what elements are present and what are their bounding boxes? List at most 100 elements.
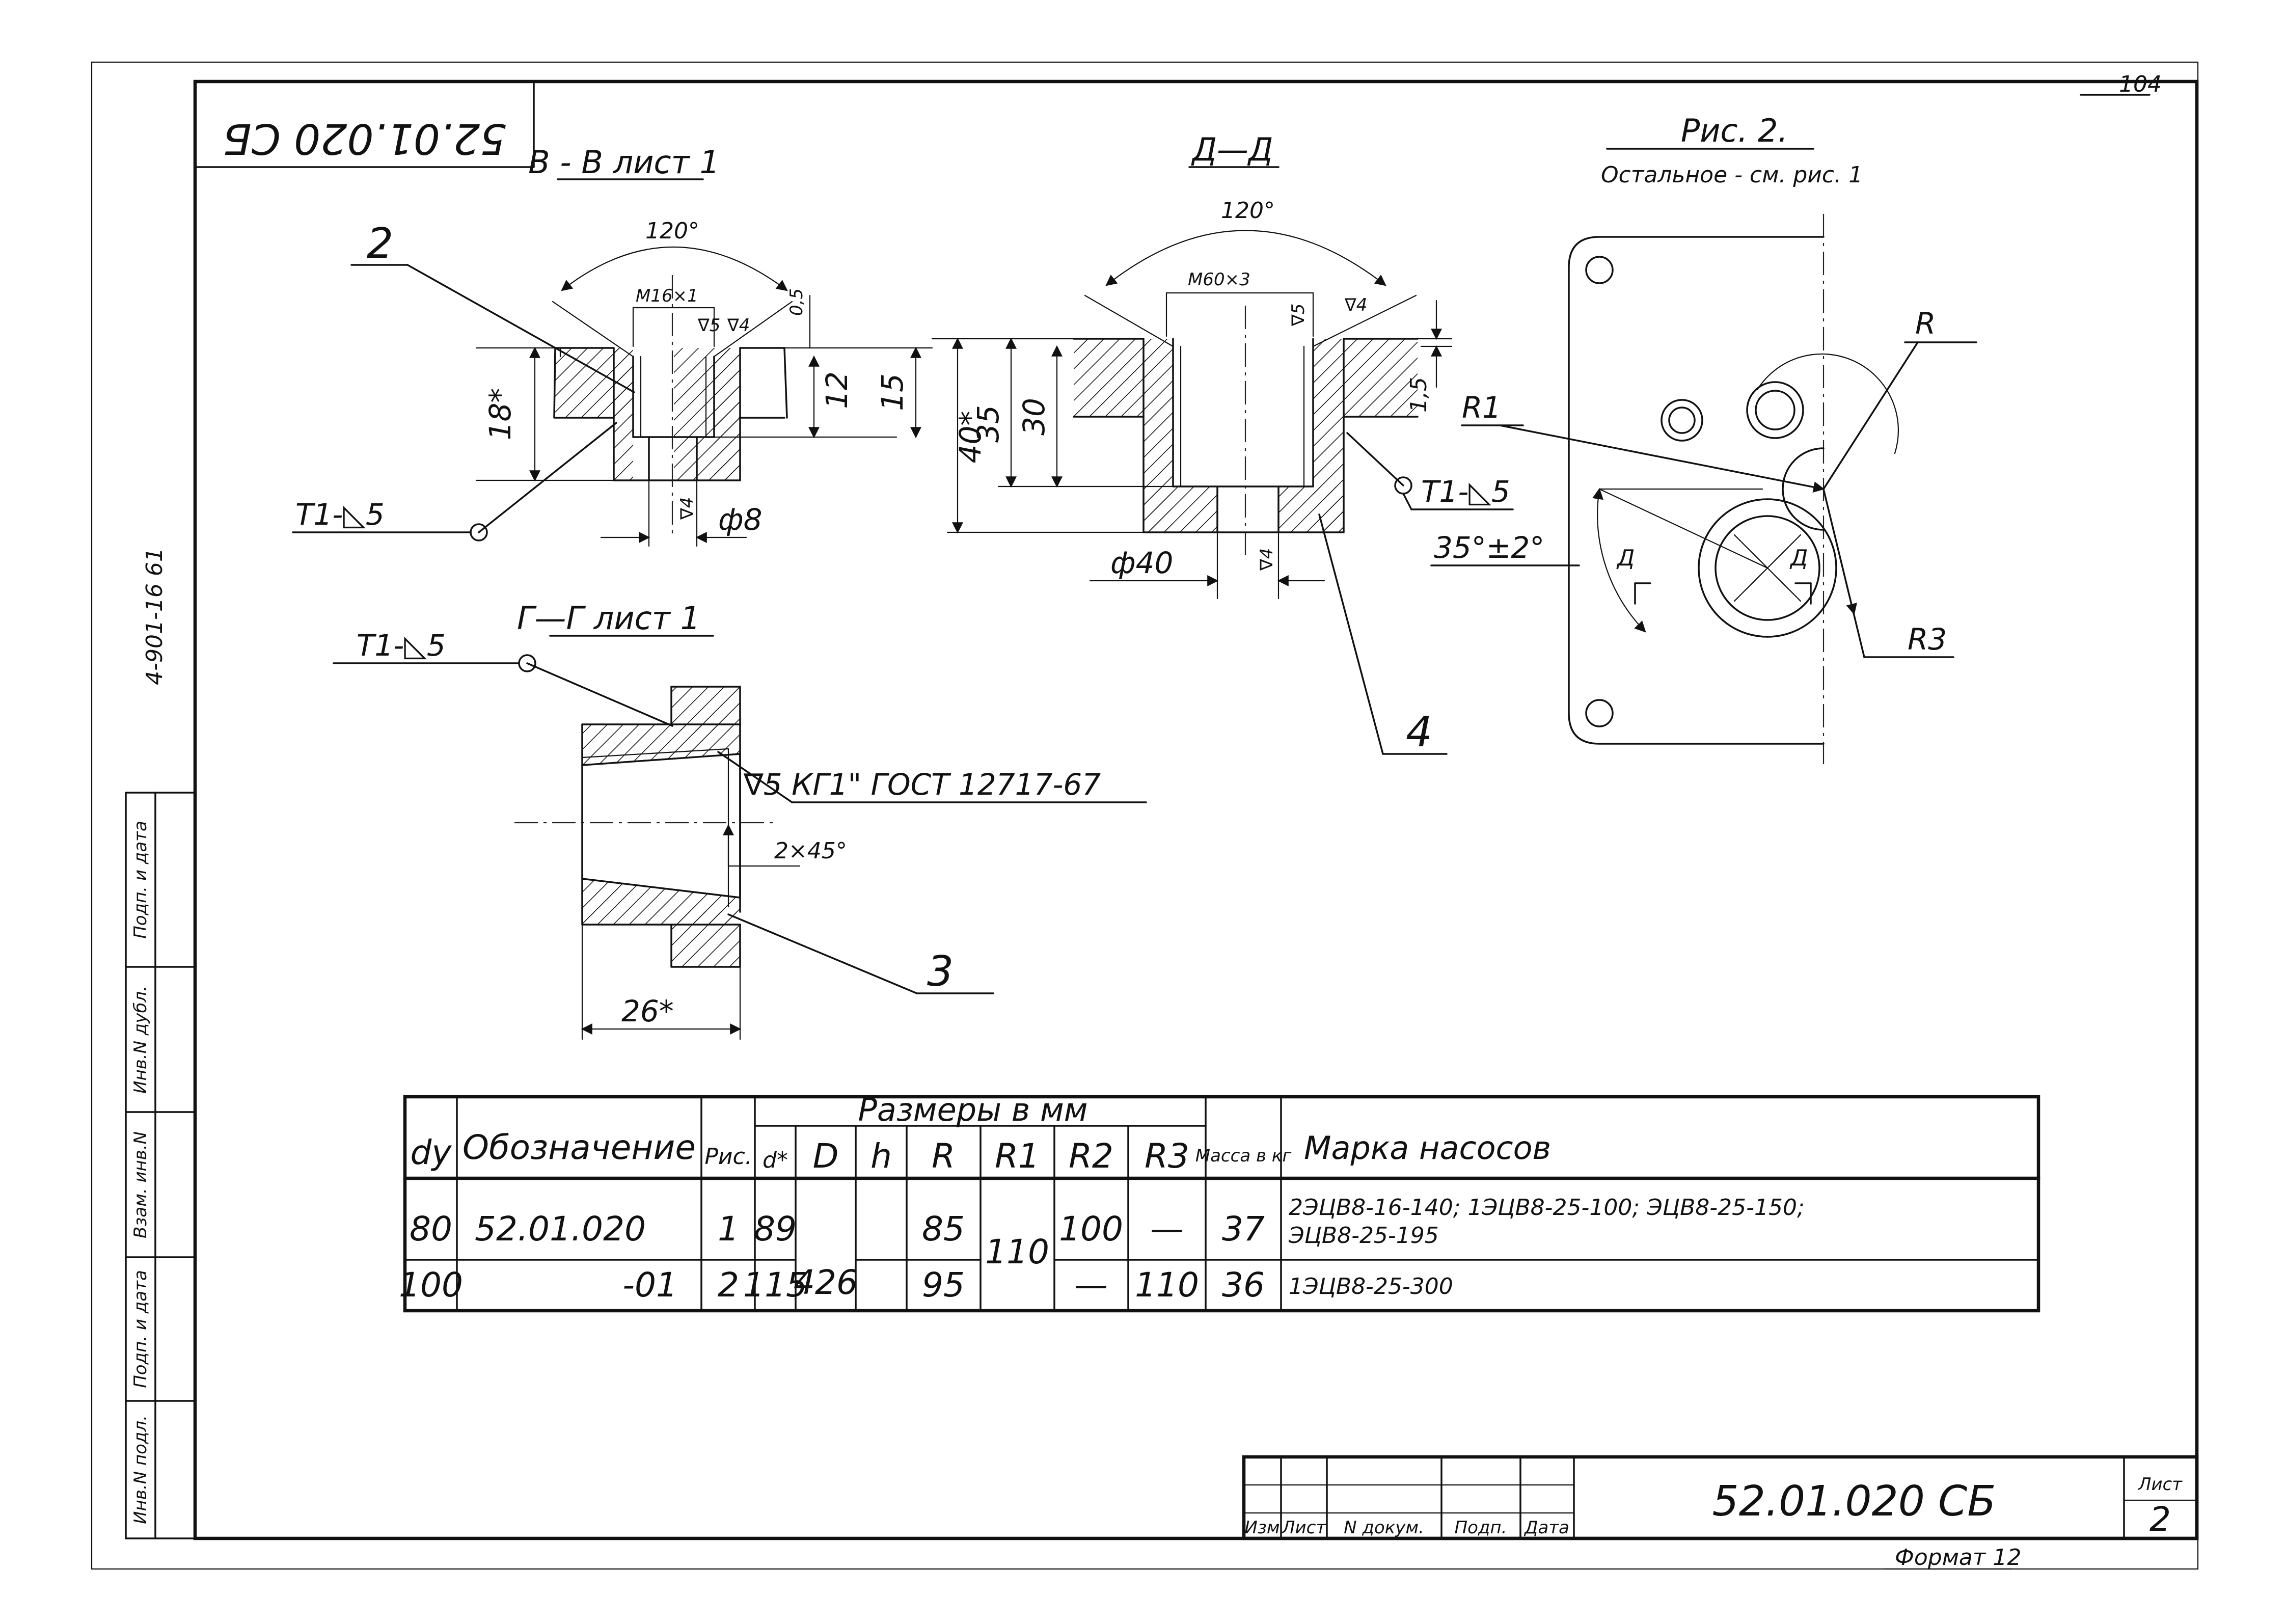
strip-inv-podl: Инв.N подл. bbox=[130, 1415, 151, 1524]
strip-vzam-inv: Взам. инв.N bbox=[130, 1131, 151, 1238]
th-group-dimensions: Размеры в мм bbox=[858, 1091, 1087, 1128]
row2-brand-line1: 1ЭЦВ8-25-300 bbox=[1289, 1274, 1453, 1300]
view-dd-thread: M60×3 bbox=[1188, 269, 1250, 290]
view-bb-dim-15: 15 bbox=[875, 373, 910, 411]
view-gg-weld: Т1-◺5 bbox=[357, 628, 446, 663]
row1-R2: 100 bbox=[1059, 1209, 1123, 1249]
row1-brand-line1: 2ЭЦВ8-16-140; 1ЭЦВ8-25-100; ЭЦВ8-25-150; bbox=[1289, 1195, 1805, 1221]
figure-2-subtitle: Остальное - см. рис. 1 bbox=[1601, 162, 1863, 188]
merged-R1: 110 bbox=[985, 1232, 1049, 1271]
view-gg-chamfer: 2×45° bbox=[774, 838, 847, 864]
view-dd-finish-a: ∇5 bbox=[1288, 304, 1309, 327]
th-d: d* bbox=[763, 1147, 788, 1173]
view-dd-dim-35: 35 bbox=[971, 405, 1005, 443]
sheet-format: Формат 12 bbox=[1895, 1545, 2022, 1571]
th-R1: R1 bbox=[995, 1136, 1040, 1176]
upside-down-stamp: 52.01.020 СБ bbox=[194, 80, 535, 168]
sheet-page-number: 104 bbox=[2119, 71, 2162, 97]
figure-2-r3: R3 bbox=[1908, 622, 1947, 657]
row1-designation: 52.01.020 bbox=[475, 1209, 646, 1249]
row1-brand-line2: ЭЦВ8-25-195 bbox=[1288, 1223, 1439, 1249]
view-bb-finish-c: ∇4 bbox=[677, 497, 697, 520]
view-bb-finish-b: ∇4 bbox=[727, 315, 750, 336]
row1-mass: 37 bbox=[1222, 1209, 1265, 1249]
view-gg-callout: 3 bbox=[927, 948, 954, 996]
view-dd-callout: 4 bbox=[1406, 708, 1432, 756]
tb-list: Лист bbox=[1281, 1518, 1326, 1538]
title-block: Изм Лист N докум. Подп. Дата 52.01.020 С… bbox=[1242, 1455, 2199, 1571]
row2-designation: -01 bbox=[622, 1265, 677, 1305]
tb-designation: 52.01.020 СБ bbox=[1712, 1477, 1996, 1526]
figure-2-r: R bbox=[1915, 306, 1936, 341]
view-bb-thread: M16×1 bbox=[636, 286, 698, 306]
th-R2: R2 bbox=[1069, 1136, 1113, 1176]
th-R: R bbox=[932, 1136, 955, 1176]
th-mass: Масса в кг bbox=[1195, 1146, 1292, 1166]
view-bb-finish-a: ∇5 bbox=[697, 315, 720, 336]
view-dd-finish-b: ∇4 bbox=[1344, 295, 1367, 315]
view-dd-dim-40: 40* bbox=[953, 411, 988, 464]
view-bb: В - В лист 1 120° M16×1 ∇5 ∇4 0,5 18* bbox=[292, 144, 933, 547]
sheet-frame: 104 bbox=[91, 61, 2199, 1570]
row1-fig: 1 bbox=[718, 1209, 739, 1249]
view-bb-dim-12: 12 bbox=[820, 371, 854, 409]
th-fig: Рис. bbox=[704, 1144, 752, 1170]
view-bb-chamfer: 0,5 bbox=[786, 288, 807, 316]
strip-inv-dubl: Инв.N дубл. bbox=[130, 986, 151, 1094]
row2-dy: 100 bbox=[399, 1265, 463, 1305]
view-dd-dim-30: 30 bbox=[1017, 398, 1051, 436]
th-h: h bbox=[870, 1136, 892, 1176]
side-code: 4-901-16 61 bbox=[142, 548, 168, 685]
row1-R3: — bbox=[1150, 1209, 1184, 1249]
side-strip: Инв.N подл. Подп. и дата Взам. инв.N Инв… bbox=[125, 792, 196, 1539]
th-R3: R3 bbox=[1145, 1136, 1189, 1176]
row2-R3: 110 bbox=[1135, 1265, 1199, 1305]
view-bb-weld: Т1-◺5 bbox=[295, 497, 385, 532]
view-gg-title: Г—Г лист 1 bbox=[517, 600, 700, 637]
strip-podp-data-2: Подп. и дата bbox=[130, 821, 151, 939]
view-bb-angle: 120° bbox=[645, 218, 699, 244]
view-dd: Д—Д 120° M60×3 ∇5 ∇4 40* 35 30 bbox=[931, 131, 1514, 756]
view-bb-title: В - В лист 1 bbox=[528, 144, 720, 181]
view-dd-weld: Т1-◺5 bbox=[1421, 474, 1510, 509]
strip-podp-data-1: Подп. и дата bbox=[130, 1270, 151, 1388]
tb-sheet-label: Лист bbox=[2137, 1474, 2183, 1495]
data-table: Размеры в мм dу Обозначение Рис. d* D h … bbox=[399, 1091, 2040, 1313]
stamp-text: 52.01.020 СБ bbox=[223, 114, 507, 163]
view-dd-dim-d40: ф40 bbox=[1110, 546, 1173, 580]
figure-2-section-right: Д bbox=[1789, 545, 1808, 571]
view-gg-dim-26: 26* bbox=[621, 994, 674, 1028]
tb-sheet-number: 2 bbox=[2149, 1500, 2171, 1539]
figure-2-r1: R1 bbox=[1462, 390, 1501, 425]
view-bb-callout: 2 bbox=[367, 220, 393, 268]
view-bb-dim-18: 18* bbox=[483, 388, 518, 441]
figure-2: Рис. 2. Остальное - см. рис. 1 R R1 R3 3… bbox=[1430, 112, 1977, 764]
row2-d: 115 bbox=[743, 1265, 807, 1305]
row2-R2: — bbox=[1074, 1265, 1108, 1305]
view-gg: Г—Г лист 1 26* 2×45° ∇5 КГ1" ГОСТ 12717-… bbox=[333, 600, 1147, 1040]
row1-dy: 80 bbox=[410, 1209, 452, 1249]
figure-2-title: Рис. 2. bbox=[1681, 112, 1788, 149]
th-designation: Обозначение bbox=[462, 1128, 696, 1167]
row1-d: 89 bbox=[754, 1209, 797, 1249]
figure-2-angle: 35°±2° bbox=[1434, 530, 1544, 565]
tb-izm: Изм bbox=[1244, 1518, 1280, 1538]
row1-R: 85 bbox=[922, 1209, 965, 1249]
th-brand: Марка насосов bbox=[1304, 1129, 1551, 1167]
view-dd-title: Д—Д bbox=[1191, 131, 1273, 168]
tb-dokum: N докум. bbox=[1344, 1518, 1424, 1538]
tb-podp: Подп. bbox=[1455, 1518, 1507, 1538]
merged-D: 426 bbox=[794, 1263, 858, 1302]
th-dy: dу bbox=[411, 1133, 452, 1172]
row2-fig: 2 bbox=[718, 1265, 739, 1305]
view-bb-dim-d8: ф8 bbox=[718, 502, 763, 537]
view-gg-thread-note: ∇5 КГ1" ГОСТ 12717-67 bbox=[743, 767, 1101, 802]
view-dd-angle: 120° bbox=[1221, 198, 1275, 224]
view-dd-finish-c: ∇4 bbox=[1257, 548, 1277, 571]
th-D: D bbox=[813, 1136, 839, 1176]
figure-2-section-left: Д bbox=[1616, 545, 1635, 571]
row2-mass: 36 bbox=[1222, 1265, 1265, 1305]
view-dd-dim-1-5: 1,5 bbox=[1406, 377, 1432, 413]
tb-data: Дата bbox=[1523, 1518, 1569, 1538]
